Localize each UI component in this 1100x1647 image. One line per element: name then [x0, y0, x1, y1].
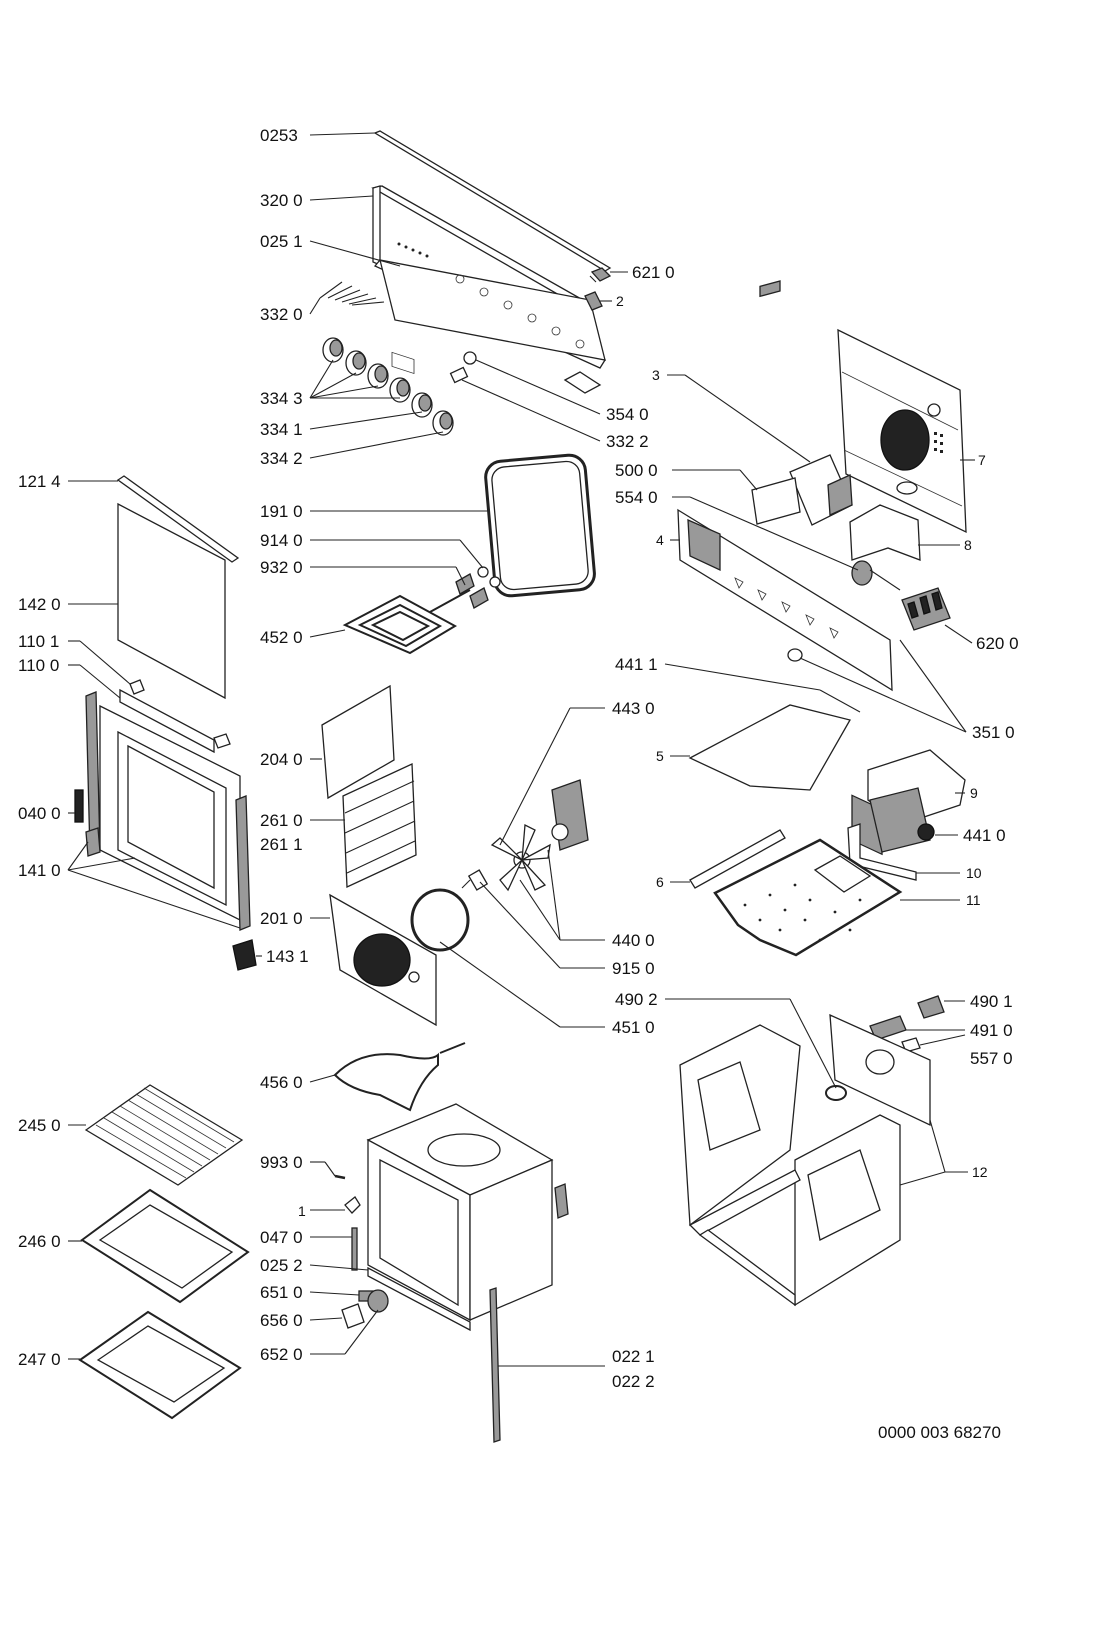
leader-lines	[67, 132, 975, 1367]
callout-110-0: 110 0	[18, 656, 59, 675]
callout-490-1: 490 1	[970, 992, 1013, 1011]
callout-652-0: 652 0	[260, 1345, 303, 1364]
callout-334-3: 334 3	[260, 389, 303, 408]
callout-354-0: 354 0	[606, 405, 649, 424]
callout-047-0: 047 0	[260, 1228, 303, 1247]
bracket-panel-part	[677, 508, 893, 692]
knob-shafts-part	[319, 281, 385, 306]
fan-blade-part	[490, 823, 551, 892]
callout-4: 4	[656, 532, 664, 548]
callout-10: 10	[966, 865, 982, 881]
oven-cavity-parts	[78, 1042, 569, 1443]
callout-022-1: 022 1	[612, 1347, 655, 1366]
callout-651-0: 651 0	[260, 1283, 303, 1302]
top-plate-part	[688, 704, 851, 791]
drawing-number: 0000 003 68270	[878, 1423, 1001, 1442]
callout-914-0: 914 0	[260, 531, 303, 550]
callout-246-0: 246 0	[18, 1232, 61, 1251]
callout-621-0: 621 0	[632, 263, 675, 282]
callout-440-0: 440 0	[612, 931, 655, 950]
callout-9: 9	[970, 785, 978, 801]
callout-557-0: 557 0	[970, 1049, 1013, 1068]
callout-6: 6	[656, 874, 664, 890]
base-parts	[688, 704, 966, 957]
callout-490-2: 490 2	[615, 990, 658, 1009]
callout-8: 8	[964, 537, 972, 553]
callout-500-0: 500 0	[615, 461, 658, 480]
callout-441-1: 441 1	[615, 655, 658, 674]
callout-491-0: 491 0	[970, 1021, 1013, 1040]
callout-245-0: 245 0	[18, 1116, 61, 1135]
callout-7: 7	[978, 452, 986, 468]
callout-332-2: 332 2	[606, 432, 649, 451]
callout-12: 12	[972, 1164, 988, 1180]
callout-441-0: 441 0	[963, 826, 1006, 845]
callout-247-0: 247 0	[18, 1350, 61, 1369]
callout-334-2: 334 2	[260, 449, 303, 468]
callout-121-4: 121 4	[18, 472, 61, 491]
callout-915-0: 915 0	[612, 959, 655, 978]
callout-452-0: 452 0	[260, 628, 303, 647]
callout-142-0: 142 0	[18, 595, 61, 614]
oven-center-parts	[321, 453, 596, 1027]
callout-141-0: 141 0	[18, 861, 61, 880]
callout-656-0: 656 0	[260, 1311, 303, 1330]
trim-strip-part	[373, 130, 612, 272]
callout-2: 2	[616, 293, 624, 309]
callout-025-2: 025 2	[260, 1256, 303, 1275]
callout-191-0: 191 0	[260, 502, 303, 521]
callout-320-0: 320 0	[260, 191, 303, 210]
callout-3: 3	[652, 367, 660, 383]
callout-993-0: 993 0	[260, 1153, 303, 1172]
callout-025-1: 025 1	[260, 232, 303, 251]
housing-frame-parts	[679, 995, 945, 1307]
callout-351-0: 351 0	[972, 723, 1015, 742]
callout-110-1: 110 1	[18, 632, 59, 651]
callout-labels: 0253 320 0 025 1 621 0 2 332 0 334 3 334…	[18, 126, 1019, 1442]
callout-443-0: 443 0	[612, 699, 655, 718]
door-glass-part	[117, 502, 226, 700]
door-top-strip-part	[116, 475, 240, 563]
callout-334-1: 334 1	[260, 420, 303, 439]
callout-261-0: 261 0	[260, 811, 303, 830]
callout-554-0: 554 0	[615, 488, 658, 507]
callout-201-0: 201 0	[260, 909, 303, 928]
callout-5: 5	[656, 748, 664, 764]
callout-1: 1	[298, 1203, 306, 1219]
callout-204-0: 204 0	[260, 750, 303, 769]
callout-0253: 0253	[260, 126, 298, 145]
callout-620-0: 620 0	[976, 634, 1019, 653]
callout-11: 11	[966, 892, 981, 908]
switch-part	[589, 267, 612, 283]
door-parts	[74, 475, 257, 971]
callout-261-1: 261 1	[260, 835, 303, 854]
side-rail-part	[489, 1287, 501, 1443]
knobs-part	[322, 337, 454, 436]
control-panel-parts	[319, 130, 612, 436]
rear-electrical-parts	[677, 280, 967, 856]
callout-022-2: 022 2	[612, 1372, 655, 1391]
callout-932-0: 932 0	[260, 558, 303, 577]
callout-456-0: 456 0	[260, 1073, 303, 1092]
callout-332-0: 332 0	[260, 305, 303, 324]
callout-143-1: 143 1	[266, 947, 309, 966]
callout-040-0: 040 0	[18, 804, 61, 823]
callout-451-0: 451 0	[612, 1018, 655, 1037]
